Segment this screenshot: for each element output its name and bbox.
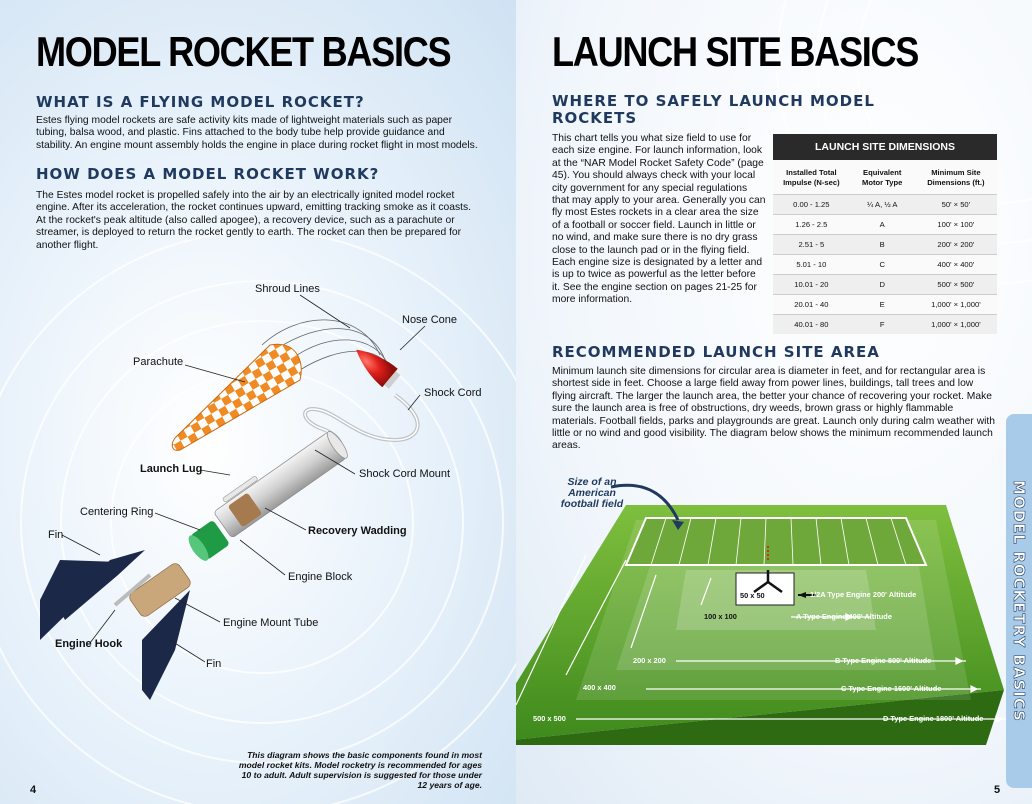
label-nose-cone: Nose Cone: [402, 314, 458, 326]
section-heading: WHERE TO SAFELY LAUNCH MODEL ROCKETS: [552, 92, 875, 127]
page-number: 5: [994, 784, 1001, 796]
engine-altitude-label: B Type Engine 800' Altitude: [835, 656, 932, 665]
page-number: 4: [30, 784, 37, 796]
fin-bottom: [142, 590, 190, 700]
field-size-label: 400 x 400: [583, 683, 616, 692]
table-cell: 0.00 - 1.25: [773, 194, 850, 215]
table-cell: ¼ A, ½ A: [849, 194, 915, 215]
label-launch-lug: Launch Lug: [140, 463, 203, 475]
diagram-caption: This diagram shows the basic components …: [238, 749, 482, 790]
table-cell: 5.01 - 10: [773, 254, 850, 275]
football-field-callout: Size of an American football field: [560, 476, 624, 510]
column-header: Installed Total Impulse (N-sec): [773, 160, 850, 195]
label-shock-cord-mount: Shock Cord Mount: [359, 468, 451, 480]
rocket-diagram: [40, 294, 426, 700]
launch-site-dimensions-table: LAUNCH SITE DIMENSIONS Installed Total I…: [773, 134, 997, 334]
table-cell: B: [849, 234, 915, 255]
section-body: The Estes model rocket is propelled safe…: [36, 190, 471, 251]
football-field: [624, 517, 928, 566]
side-tab: MODEL ROCKETRY BASICS: [1006, 414, 1032, 788]
field-size-label: 200 x 200: [633, 656, 666, 665]
label-fin: Fin: [206, 658, 222, 670]
table-cell: D: [849, 274, 915, 295]
label-fin: Fin: [48, 529, 64, 541]
body-tube: [214, 431, 348, 538]
field-200: [616, 548, 936, 670]
table-cell: F: [849, 314, 915, 334]
section-body: Minimum launch site dimensions for circu…: [552, 366, 996, 452]
table-cell: 10.01 - 20: [773, 274, 850, 295]
nose-cone: [356, 349, 401, 389]
field-size-label: 100 x 100: [704, 612, 737, 621]
leader-lines: [61, 294, 426, 663]
field-size-label: 500 x 500: [533, 714, 566, 723]
field-size-label: 50 x 50: [740, 591, 765, 600]
engine-hook-part: [113, 573, 152, 607]
parachute: [171, 343, 302, 451]
shroud-lines: [261, 319, 391, 371]
table-title: LAUNCH SITE DIMENSIONS: [773, 134, 997, 160]
table-cell: 1,000' × 1,000': [914, 294, 997, 315]
table-cell: 500' × 500': [914, 274, 997, 295]
table-cell: 100' × 100': [914, 214, 997, 235]
swirl-decoration: [0, 230, 516, 804]
fin-upper: [60, 550, 145, 620]
launch-pad-area: [735, 572, 795, 606]
label-recovery-wadding: Recovery Wadding: [308, 525, 407, 537]
table-cell: 50' × 50': [914, 194, 997, 215]
fin-left: [40, 560, 120, 640]
label-centering-ring: Centering Ring: [80, 506, 154, 518]
label-engine-hook: Engine Hook: [55, 638, 123, 650]
right-page: LAUNCH SITE BASICS WHERE TO SAFELY LAUNC…: [516, 0, 1032, 804]
table-cell: 2.51 - 5: [773, 234, 850, 255]
table-cell: 40.01 - 80: [773, 314, 850, 334]
column-header: Equivalent Motor Type: [849, 160, 915, 195]
callout-arrow: [610, 483, 680, 521]
table-cell: 400' × 400': [914, 254, 997, 275]
centering-ring: [188, 521, 229, 561]
section-heading: RECOMMENDED LAUNCH SITE AREA: [552, 343, 880, 361]
label-parachute: Parachute: [133, 356, 184, 368]
table-cell: A: [849, 214, 915, 235]
section-heading: WHAT IS A FLYING MODEL ROCKET?: [36, 93, 365, 111]
table-cell: 20.01 - 40: [773, 294, 850, 315]
label-shock-cord: Shock Cord: [424, 387, 482, 399]
section-body: Estes flying model rockets are safe acti…: [36, 115, 478, 151]
engine-altitude-label: D Type Engine 1800' Altitude: [883, 714, 984, 723]
engine-altitude-label: 1/2A Type Engine 200' Altitude: [810, 590, 917, 599]
page-title: LAUNCH SITE BASICS: [552, 28, 919, 75]
launch-field-diagram: [516, 483, 1006, 745]
label-shroud-lines: Shroud Lines: [255, 283, 320, 295]
engine-altitude-label: A Type Engine 400' Altitude: [796, 612, 892, 621]
column-header: Minimum Site Dimensions (ft.): [914, 160, 997, 195]
section-heading: HOW DOES A MODEL ROCKET WORK?: [36, 165, 380, 183]
engine-altitude-label: C Type Engine 1600' Altitude: [841, 684, 942, 693]
side-tab-label: MODEL ROCKETRY BASICS: [1010, 480, 1029, 723]
table-cell: 1,000' × 1,000': [914, 314, 997, 334]
left-page: MODEL ROCKET BASICS WHAT IS A FLYING MOD…: [0, 0, 516, 804]
table-cell: C: [849, 254, 915, 275]
engine-mount-tube: [129, 563, 191, 617]
page-title: MODEL ROCKET BASICS: [36, 28, 452, 75]
table-cell: E: [849, 294, 915, 315]
section-body: This chart tells you what size field to …: [552, 133, 766, 306]
recovery-wadding: [228, 493, 262, 527]
table-cell: 1.26 - 2.5: [773, 214, 850, 235]
launch-pad-icon: [753, 570, 783, 594]
label-engine-block: Engine Block: [288, 571, 353, 583]
field-500-front: [516, 690, 1004, 745]
table-cell: 200' × 200': [914, 234, 997, 255]
label-engine-mount-tube: Engine Mount Tube: [223, 617, 319, 629]
